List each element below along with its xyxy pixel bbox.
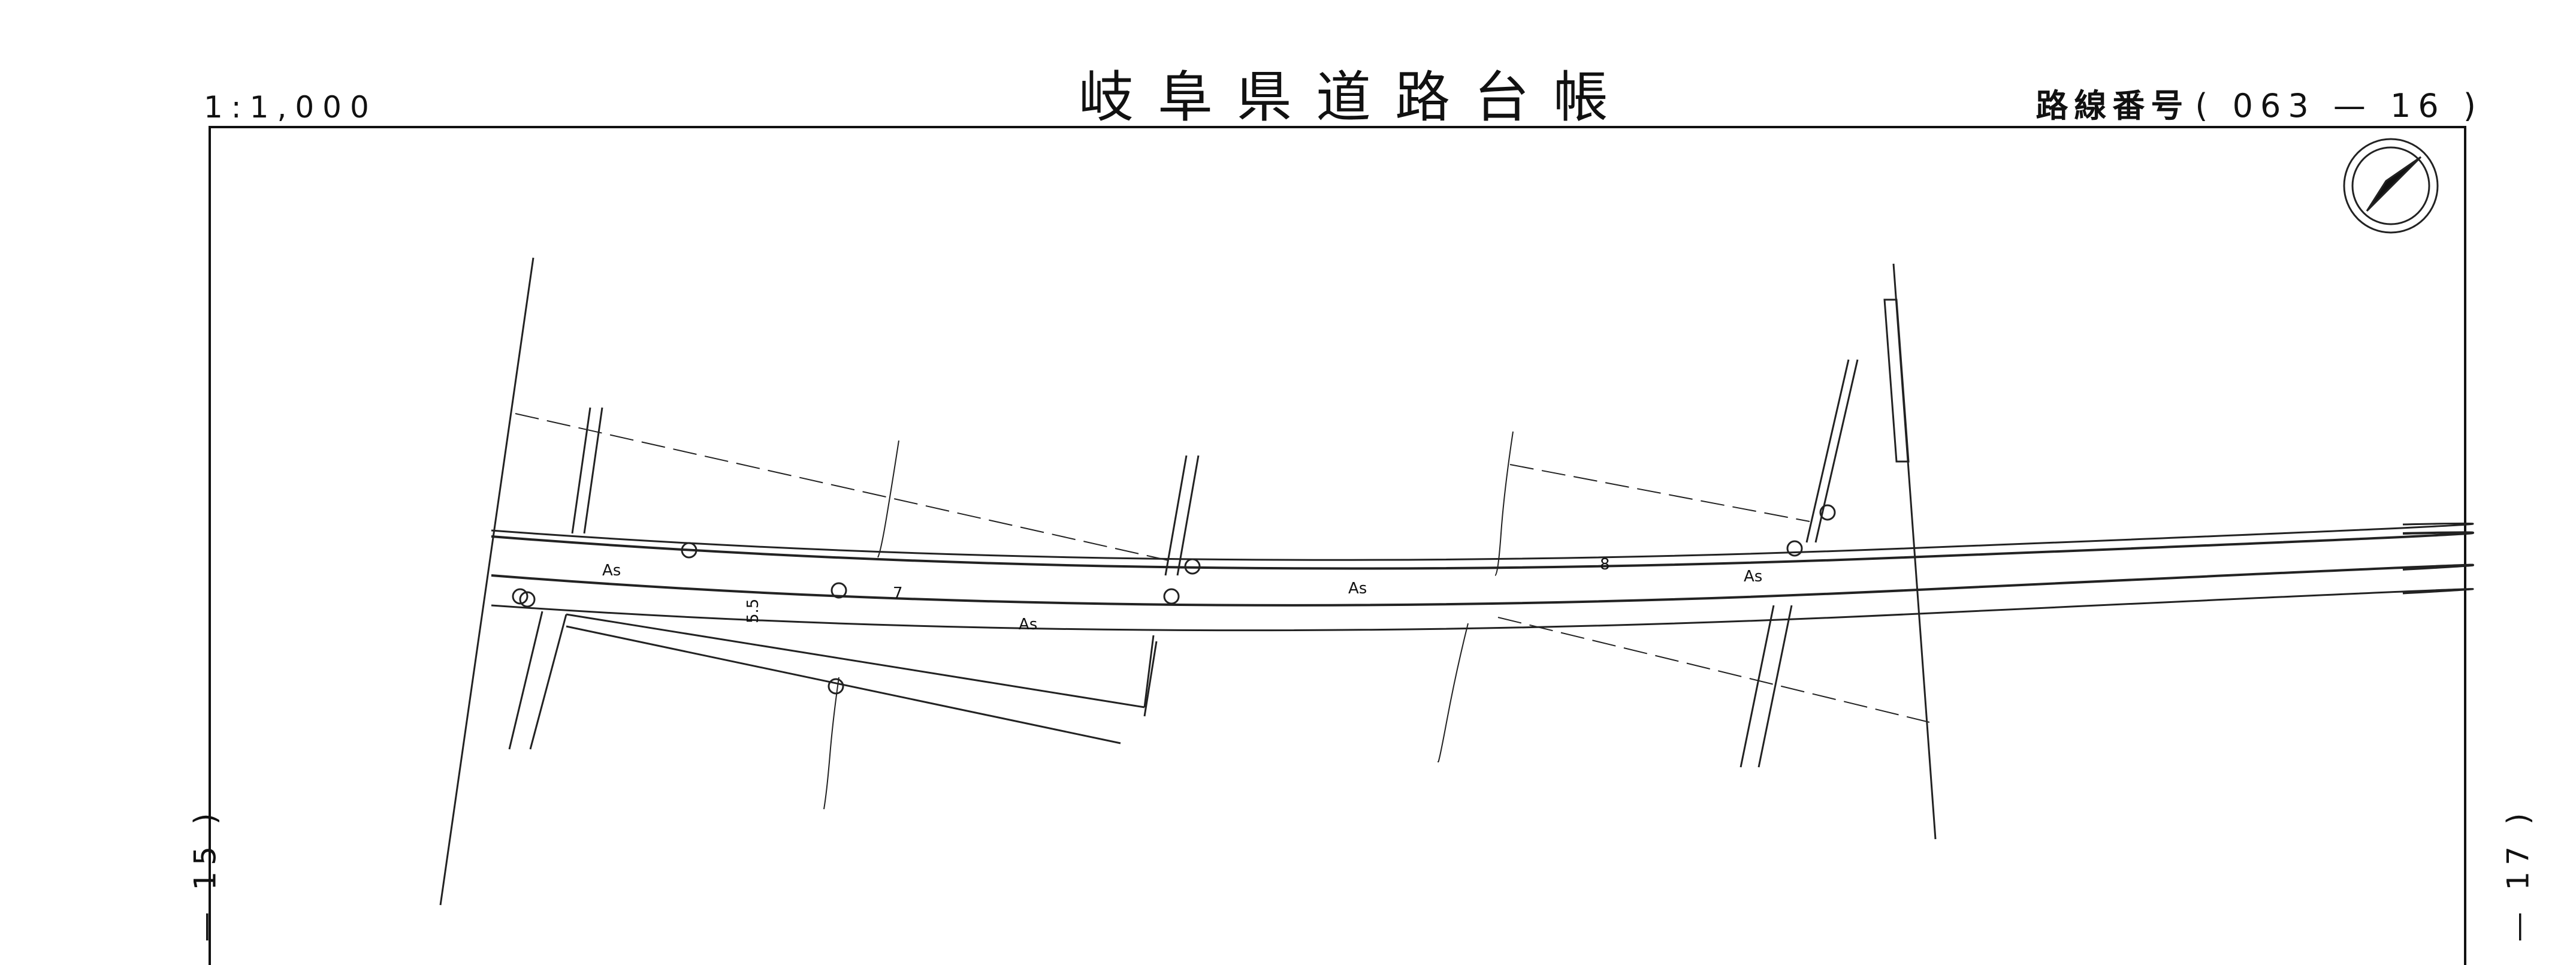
surface-label: As [1744, 568, 1762, 586]
route-number: 路線番号( 063 — 16 ) [2036, 79, 2483, 126]
map-scale: 1:1,000 [204, 90, 378, 125]
north-arrow-icon [2343, 138, 2439, 234]
route-number-label: 路線番号 [2036, 87, 2190, 125]
surface-label: As [1348, 580, 1367, 598]
page-title: 岐阜県道路台帳 [1079, 65, 1633, 129]
station-label-7: 7 [893, 584, 903, 602]
map-frame [209, 126, 2466, 965]
road-width-label: 5.5 [744, 599, 762, 623]
surface-label: As [1019, 616, 1037, 634]
route-number-value: ( 063 — 16 ) [2195, 87, 2483, 125]
station-label-8: 8 [1600, 556, 1610, 574]
road-map-drawing: As As As As 7 8 5.5 [439, 138, 2475, 906]
surface-label: As [602, 562, 621, 580]
